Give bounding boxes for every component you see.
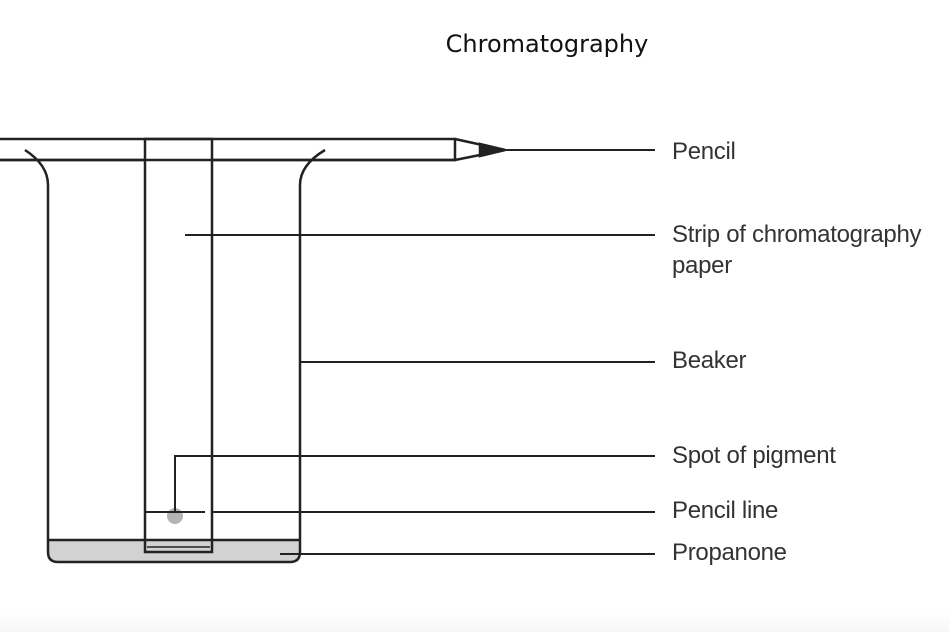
label-propanone: Propanone — [672, 539, 787, 566]
diagram-title: Chromatography — [445, 30, 649, 58]
faint-watermark — [0, 612, 949, 632]
leader-lines — [174, 149, 655, 555]
label-pencil-line: Pencil line — [672, 497, 779, 524]
beaker — [24, 148, 326, 564]
label-beaker: Beaker — [672, 347, 747, 374]
label-pencil: Pencil — [672, 138, 736, 165]
label-spot: Spot of pigment — [672, 442, 836, 469]
label-strip-line2: paper — [672, 252, 732, 279]
label-strip-line1: Strip of chromatography — [672, 221, 922, 248]
pencil — [0, 137, 506, 162]
paper-strip — [143, 137, 214, 554]
